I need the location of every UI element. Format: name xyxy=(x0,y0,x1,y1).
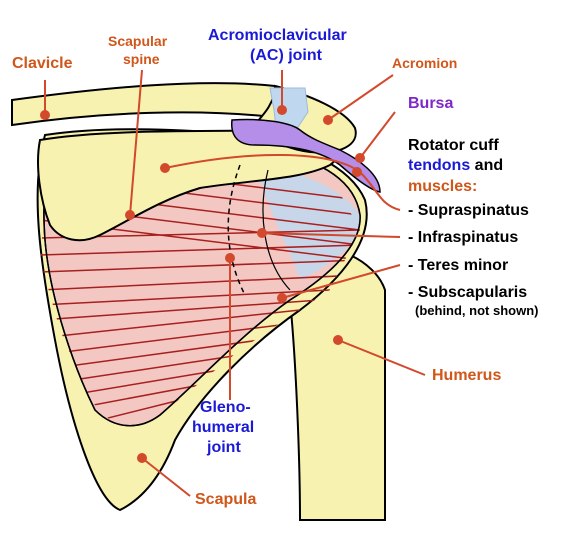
clavicle-bone xyxy=(11,82,297,127)
scapular-spine-label-line2: spine xyxy=(123,51,160,67)
scapular-spine-label-line1: Scapular xyxy=(108,33,168,49)
supraspinatus-label: - Supraspinatus xyxy=(408,202,529,219)
bursa-sac xyxy=(231,118,381,193)
tendons-word: tendons xyxy=(408,157,470,174)
glenohumeral-label-line2: humeral xyxy=(192,419,254,436)
glenohumeral-joint-line xyxy=(227,164,246,296)
infraspinatus-label: - Infraspinatus xyxy=(408,229,518,246)
humerus-label: Humerus xyxy=(432,367,501,384)
leader-lines xyxy=(40,69,426,497)
scapula-label: Scapula xyxy=(195,491,256,508)
rotator-cuff-label-line2: tendons and xyxy=(408,157,503,174)
glenohumeral-label-line3: joint xyxy=(206,439,241,456)
teres-minor-label: - Teres minor xyxy=(408,257,508,274)
rotator-cuff-label-line3: muscles: xyxy=(408,178,477,195)
ac-joint-label-line2: (AC) joint xyxy=(250,47,323,64)
clavicle-label: Clavicle xyxy=(12,55,73,72)
bursa-label: Bursa xyxy=(408,95,453,112)
glenohumeral-label-line1: Gleno- xyxy=(200,399,251,416)
acromion-label: Acromion xyxy=(392,55,457,71)
and-word: and xyxy=(470,157,503,174)
ac-joint-label-line1: Acromioclavicular xyxy=(208,27,347,44)
subscapularis-note: (behind, not shown) xyxy=(415,303,538,318)
rotator-cuff-label-line1: Rotator cuff xyxy=(408,137,499,154)
subscapularis-label: - Subscapularis xyxy=(408,284,527,301)
